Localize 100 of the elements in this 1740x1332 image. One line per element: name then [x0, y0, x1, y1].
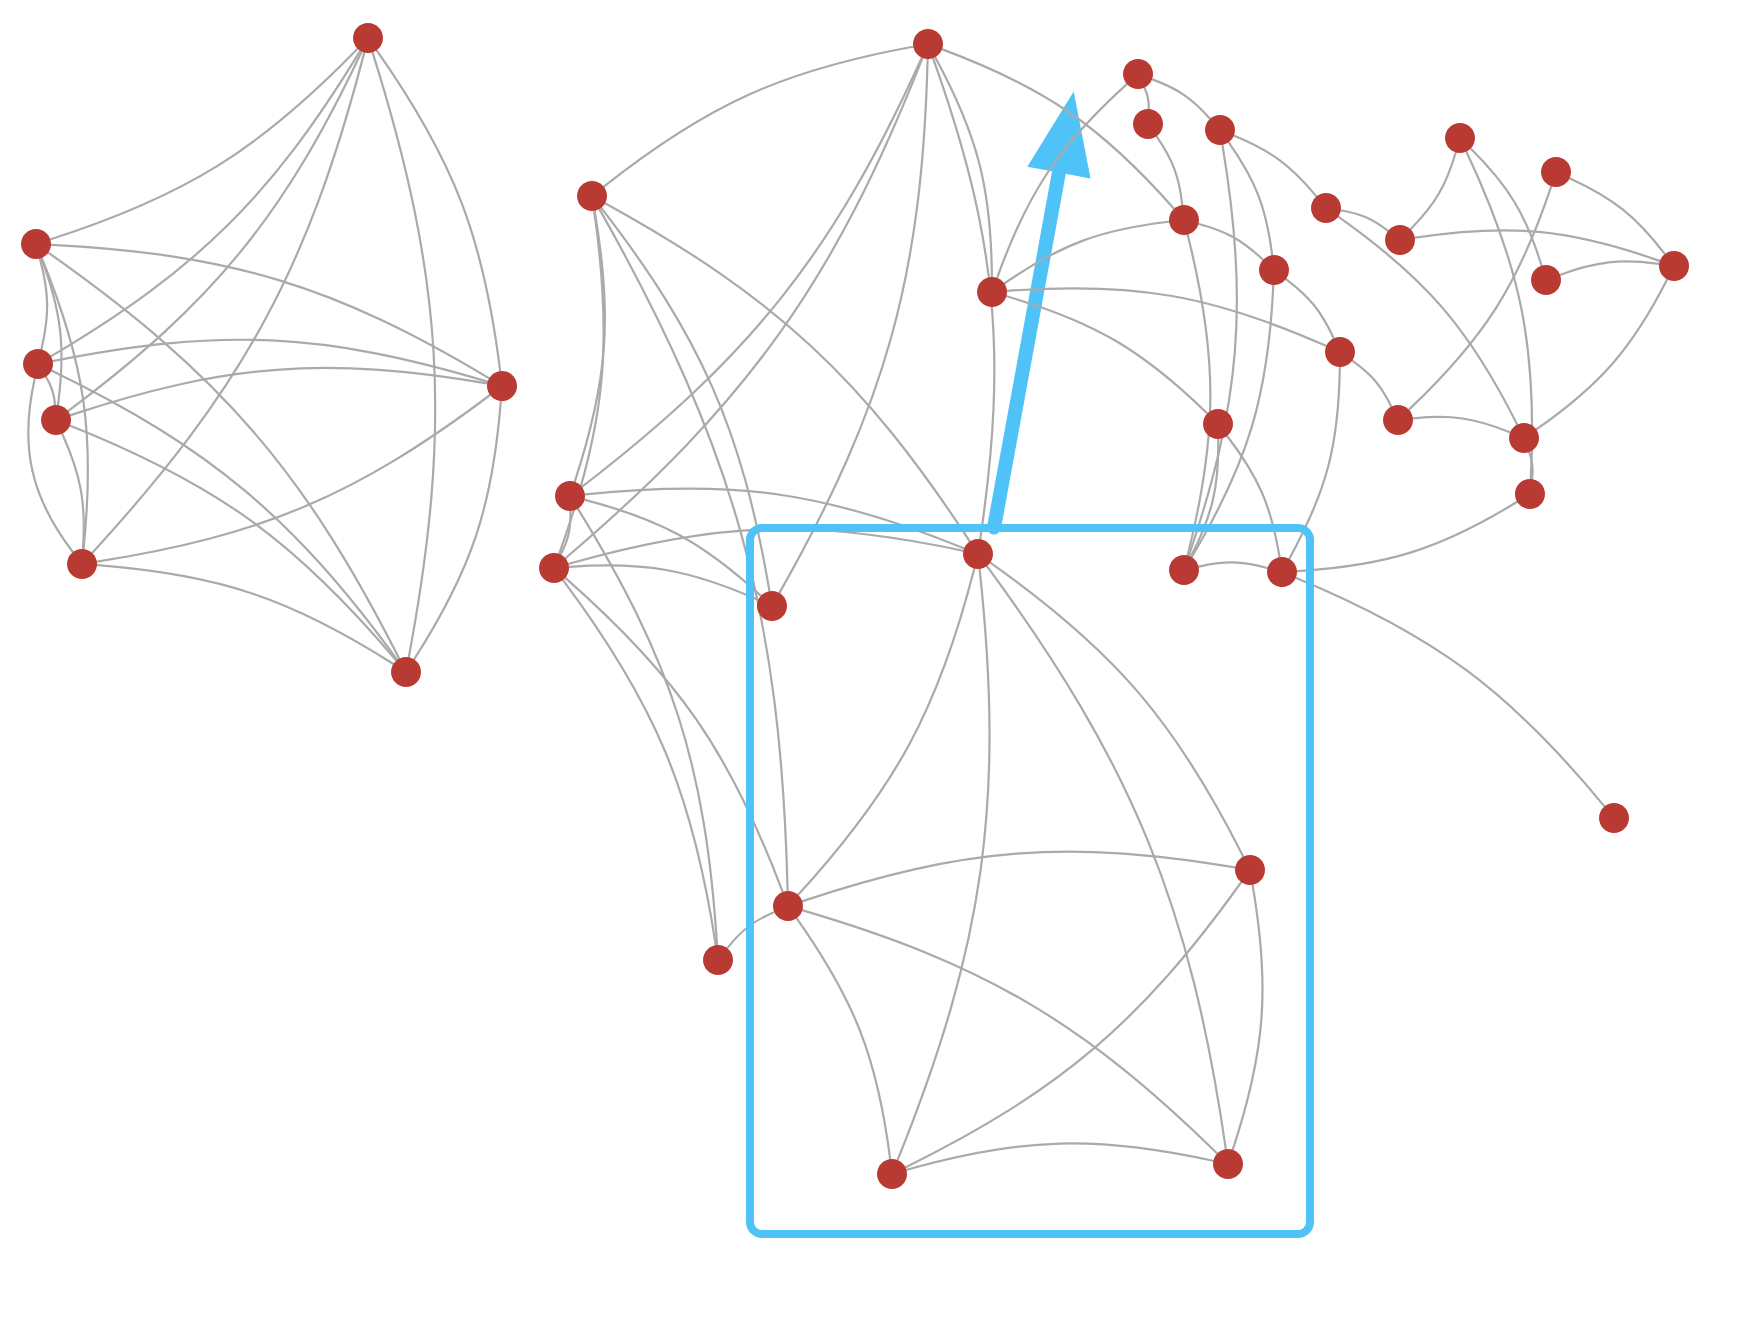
network-edge — [1465, 150, 1534, 480]
network-edge — [989, 561, 1245, 858]
network-edge — [69, 367, 488, 417]
network-edge — [797, 567, 976, 896]
network-node — [1213, 1149, 1243, 1179]
network-node — [539, 553, 569, 583]
network-edge — [96, 394, 491, 563]
network-edge — [558, 210, 605, 555]
network-edge — [1197, 561, 1269, 570]
network-edge — [584, 487, 965, 550]
network-edge — [1296, 500, 1518, 573]
network-node — [757, 591, 787, 621]
network-edge — [1226, 435, 1281, 558]
network-node — [1385, 225, 1415, 255]
network-edge — [52, 338, 489, 383]
network-edge — [778, 58, 929, 594]
network-edge — [1559, 260, 1660, 276]
network-edge — [801, 909, 1219, 1155]
highlight-box — [746, 524, 1314, 1238]
network-node — [1383, 405, 1413, 435]
network-edge — [1197, 222, 1264, 261]
network-edge — [40, 257, 90, 550]
network-node — [487, 371, 517, 401]
network-node — [21, 229, 51, 259]
network-edge — [1143, 86, 1150, 110]
network-node — [1531, 265, 1561, 295]
network-node — [877, 1159, 907, 1189]
network-node — [1445, 123, 1475, 153]
network-edge — [27, 377, 74, 553]
network-node — [703, 945, 733, 975]
network-edge — [1233, 134, 1318, 198]
network-node — [23, 349, 53, 379]
network-edge — [1568, 177, 1666, 255]
network-edge — [1412, 415, 1511, 434]
network-edge — [603, 45, 914, 188]
network-edge — [598, 208, 789, 892]
network-edge — [562, 579, 717, 946]
network-edge — [996, 83, 1128, 279]
network-node — [1311, 193, 1341, 223]
network-node — [977, 277, 1007, 307]
network-node — [1599, 803, 1629, 833]
network-edge — [96, 564, 395, 665]
network-edge — [1285, 278, 1335, 340]
network-node — [913, 29, 943, 59]
network-edge — [795, 917, 892, 1160]
network-edge — [50, 50, 362, 358]
network-node — [67, 549, 97, 579]
network-edge — [413, 400, 502, 661]
network-edge — [1528, 451, 1534, 480]
network-edge — [583, 498, 762, 597]
network-edge — [1227, 141, 1274, 256]
network-edge — [932, 57, 996, 540]
network-node — [555, 481, 585, 511]
network-edge — [1006, 287, 1327, 347]
network-edge — [1469, 147, 1543, 267]
network-edge — [564, 577, 784, 893]
network-edge — [559, 510, 572, 556]
network-edge — [1295, 576, 1606, 808]
network-edge — [581, 56, 923, 488]
network-node — [1123, 59, 1153, 89]
network-node — [1205, 115, 1235, 145]
network-edge — [1414, 229, 1661, 262]
network-edge — [47, 251, 401, 660]
network-node — [1515, 479, 1545, 509]
network-edge — [1187, 144, 1238, 557]
network-edge — [38, 257, 49, 351]
network-edge — [941, 48, 1175, 210]
network-edge — [1535, 278, 1669, 431]
network-edge — [801, 850, 1236, 903]
network-node — [1509, 423, 1539, 453]
network-edge — [1005, 295, 1209, 415]
network-node — [773, 891, 803, 921]
network-edge — [600, 207, 771, 592]
network-edge — [934, 56, 993, 278]
network-edge — [91, 51, 366, 554]
network-edge — [45, 375, 57, 406]
network-node — [963, 539, 993, 569]
network-edge — [1409, 151, 1457, 231]
network-node — [1169, 555, 1199, 585]
network-node — [1659, 251, 1689, 281]
network-node — [1541, 157, 1571, 187]
network-node — [1133, 109, 1163, 139]
network-node — [1267, 557, 1297, 587]
network-edge — [726, 911, 775, 949]
network-edge — [564, 57, 924, 560]
network-edge — [1151, 78, 1211, 120]
network-node — [41, 405, 71, 435]
network-edge — [1340, 209, 1389, 232]
network-node — [577, 181, 607, 211]
network-edge — [40, 257, 63, 406]
network-edge — [50, 243, 490, 380]
network-edge — [69, 424, 398, 662]
network-edge — [577, 508, 719, 946]
network-node — [1169, 205, 1199, 235]
network-edge — [568, 564, 760, 601]
network-edge — [67, 50, 363, 412]
network-edge — [1003, 220, 1170, 285]
network-node — [353, 23, 383, 53]
network-edge — [1337, 215, 1519, 426]
network-edge — [1351, 359, 1393, 408]
